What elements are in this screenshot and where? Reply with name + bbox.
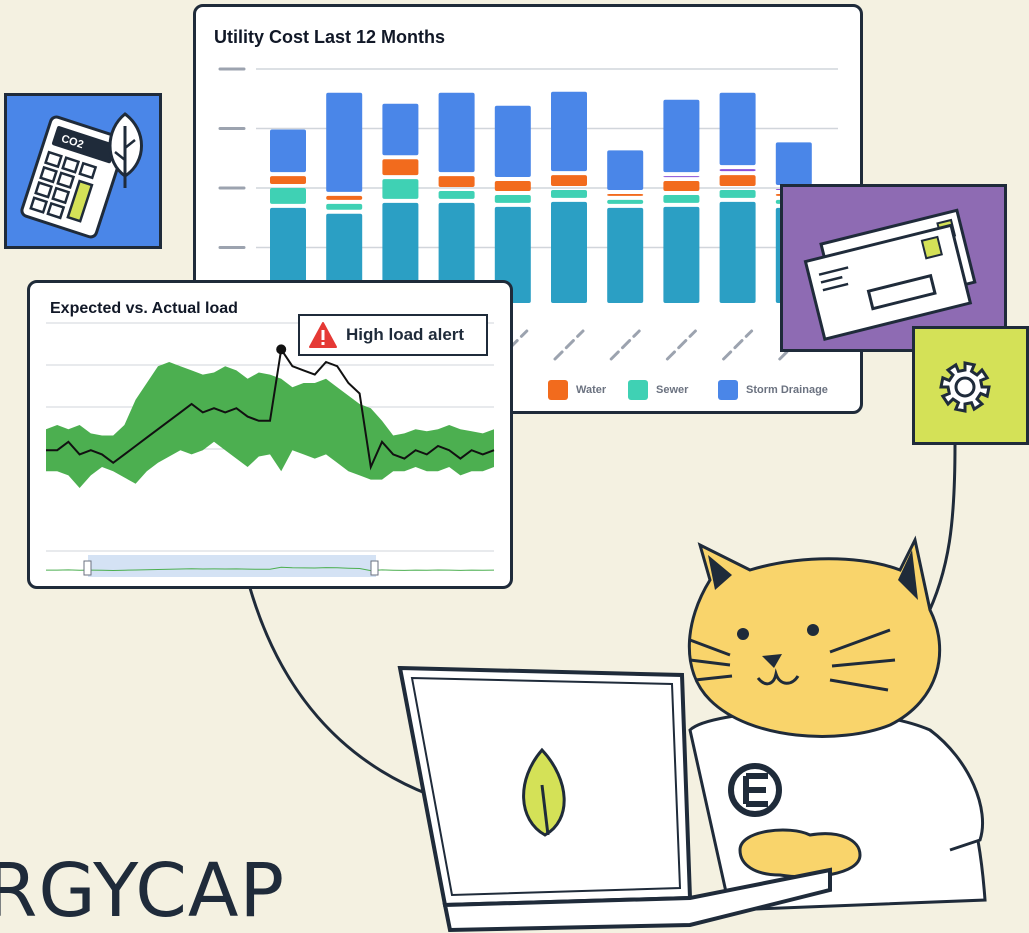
bar-segment [326,203,363,210]
bar-segment [494,105,531,178]
x-tick-label [609,329,641,361]
bar-segment [494,206,531,303]
brand-wordmark: RGYCAP [0,848,286,933]
cat-illustration [397,535,987,933]
bar-segment [494,194,531,203]
expected-load-band [46,362,494,488]
bar-segment [607,193,644,196]
bar-segment [663,181,700,191]
bar-segment [551,201,587,303]
utility-cost-title: Utility Cost Last 12 Months [214,27,446,47]
bar-segment [551,91,587,172]
cat-head [687,535,942,738]
bar-segment [326,195,363,200]
bar-segment [607,150,644,190]
bar-segment [551,189,587,198]
load-chart-title: Expected vs. Actual load [50,300,238,317]
legend-sewer-swatch [628,380,648,400]
leaf-icon [522,747,566,837]
settings-tile [912,326,1029,445]
range-selection [88,555,376,577]
laptop-base [442,867,832,933]
calculator-leaf-icon [20,112,143,239]
cat-paw [738,828,862,879]
bar-segment [663,176,700,178]
bar-segment [270,207,306,303]
high-load-alert-label: High load alert [346,325,465,344]
load-chart [46,322,495,577]
bar-segment [382,179,419,199]
warning-icon [309,322,337,348]
bar-segment [438,92,475,173]
bar-segment [607,207,644,303]
bar-segment [663,206,700,303]
x-tick-label [722,329,754,361]
bar-segment [438,202,475,303]
bar-segment [326,92,363,192]
bar-segment [382,103,419,156]
actual-load-line [46,346,495,471]
legend-water-swatch [548,380,568,400]
bar-segment [719,201,756,303]
legend-storm: Storm Drainage [718,380,828,400]
bar-segment [719,175,756,186]
bar-segment [775,142,812,185]
high-load-alert[interactable]: High load alert [298,314,488,356]
bar-segment [719,169,756,172]
mini-series [46,566,495,572]
load-chart-card: Expected vs. Actual load High load alert [27,280,513,589]
peak-point [276,344,287,355]
bar-segment [270,188,306,204]
envelope-icon [803,208,977,342]
bar-segment [719,189,756,198]
bar-segment [663,99,700,173]
bar-segment [270,176,306,184]
bar-segment [663,194,700,203]
legend-sewer-label: Sewer [656,384,689,396]
bar-segment [607,199,644,204]
bar-segment [270,129,306,173]
bar-segment [551,175,587,186]
bar-segment [382,202,419,303]
utility-cost-card: Utility Cost Last 12 Months as Water Sew… [193,4,863,414]
bar-segment [494,181,531,191]
bar-segment [438,176,475,187]
mail-tile [780,184,1007,352]
calculator-tile: CO2 [4,93,162,249]
legend-storm-label: Storm Drainage [746,384,828,396]
range-handle-left[interactable] [83,560,92,576]
legend-water: Water [548,380,606,400]
gear-icon [939,361,991,413]
x-tick-label [553,329,585,361]
bar-segment [719,92,756,166]
legend-storm-swatch [718,380,738,400]
bar-segment [438,190,475,199]
x-tick-label [665,329,697,361]
legend-sewer: Sewer [628,380,688,400]
brand-e-icon [728,763,782,817]
range-handle-right[interactable] [370,560,379,576]
legend-water-label: Water [576,384,607,396]
bar-segment [382,159,419,176]
